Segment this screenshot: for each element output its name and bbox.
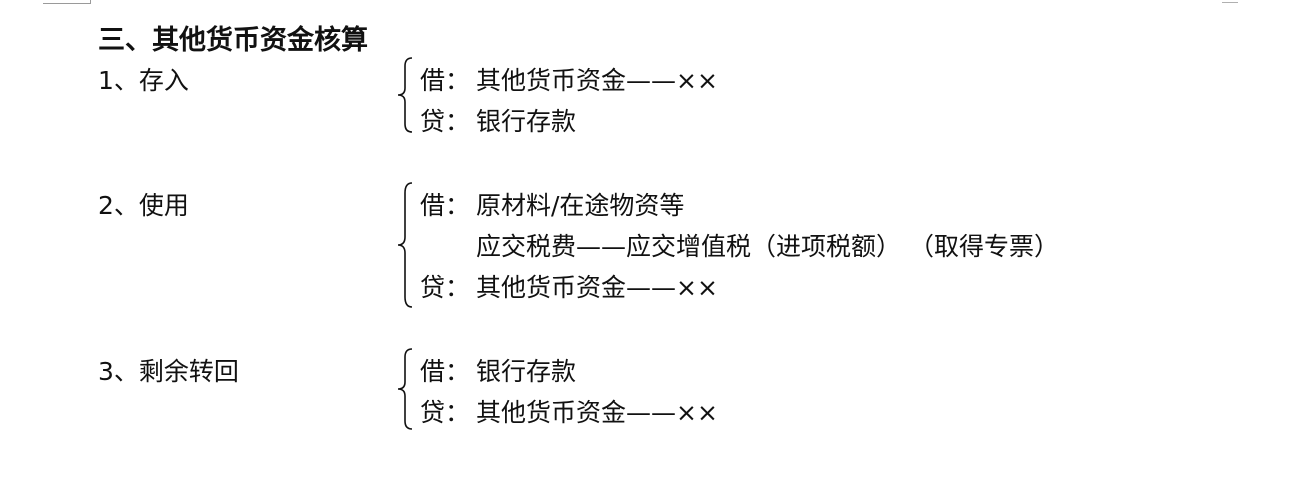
credit-label: 贷：	[420, 398, 471, 427]
journal-entry-debit: 借：原材料/在途物资等	[420, 186, 684, 222]
debit-label: 借：	[420, 66, 471, 95]
section-label-deposit: 1、存入	[98, 66, 189, 95]
brace-icon	[396, 181, 414, 309]
entry-account: 其他货币资金——××	[476, 273, 718, 302]
entry-account: 原材料/在途物资等	[476, 191, 685, 220]
section-title: 三、其他货币资金核算	[98, 25, 368, 56]
journal-entry-debit: 借：其他货币资金——××	[420, 61, 718, 97]
brace-icon	[396, 56, 414, 134]
journal-entry-debit-tax: 应交税费——应交增值税（进项税额） （取得专票）	[420, 227, 1059, 263]
page-corner-mark-right	[1222, 2, 1238, 3]
debit-label: 借：	[420, 357, 471, 386]
section-label-return: 3、剩余转回	[98, 357, 239, 386]
debit-label: 借：	[420, 191, 471, 220]
brace-icon	[396, 347, 414, 431]
credit-label: 贷：	[420, 107, 471, 136]
credit-label: 贷：	[420, 273, 471, 302]
entry-account: 其他货币资金——××	[476, 66, 718, 95]
entry-account: 其他货币资金——××	[476, 398, 718, 427]
journal-entry-credit: 贷：银行存款	[420, 102, 576, 138]
journal-entry-credit: 贷：其他货币资金——××	[420, 393, 718, 429]
section-label-usage: 2、使用	[98, 191, 189, 220]
entry-account: 应交税费——应交增值税（进项税额） （取得专票）	[476, 232, 1059, 261]
entry-account: 银行存款	[476, 357, 577, 386]
journal-entry-debit: 借：银行存款	[420, 352, 576, 388]
journal-entry-credit: 贷：其他货币资金——××	[420, 268, 718, 304]
entry-account: 银行存款	[476, 107, 577, 136]
page-corner-mark-left	[43, 0, 91, 4]
